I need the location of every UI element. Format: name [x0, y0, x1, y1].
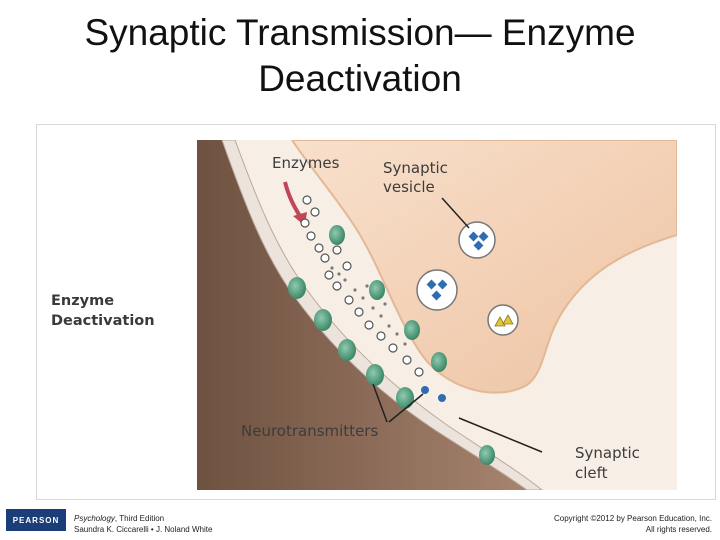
copyright-line-1: Copyright ©2012 by Pearson Education, In… — [554, 514, 712, 523]
book-title: Psychology — [74, 514, 115, 523]
figure-frame: Enzyme Deactivation — [36, 124, 716, 500]
title-line-2: Deactivation — [258, 58, 462, 99]
copyright-notice: Copyright ©2012 by Pearson Education, In… — [554, 513, 712, 535]
book-authors: Saundra K. Ciccarelli • J. Noland White — [74, 525, 213, 534]
cleft-label-line-1: Synaptic — [575, 444, 640, 462]
presynaptic-terminal — [290, 140, 677, 394]
slide-title: Synaptic Transmission— Enzyme Deactivati… — [0, 10, 720, 102]
cleft-label-line-2: cleft — [575, 464, 608, 482]
vesicle-label-line-1: Synaptic — [383, 159, 448, 177]
enzymes-group — [300, 195, 424, 377]
synapse-diagram: Enzymes Synaptic vesicle Neurotransmitte… — [197, 140, 677, 490]
cleft-leader — [458, 417, 543, 453]
synaptic-vesicle-3 — [487, 304, 519, 336]
neurotransmitter-leader-2 — [388, 393, 424, 423]
synaptic-vesicle-1 — [458, 221, 496, 259]
vesicle-label-line-2: vesicle — [383, 178, 435, 196]
receptors-group — [288, 225, 495, 465]
pearson-logo-box: PEARSON — [6, 509, 66, 531]
book-edition: , Third Edition — [114, 514, 165, 523]
postsynaptic-dendrite — [197, 140, 542, 490]
side-label-line-2: Deactivation — [51, 313, 155, 329]
neurotransmitter-leader-1 — [372, 383, 388, 423]
book-credit: Psychology, Third Edition Saundra K. Cic… — [74, 513, 212, 535]
copyright-line-2: All rights reserved. — [645, 525, 712, 534]
title-line-1: Synaptic Transmission— Enzyme — [84, 12, 636, 53]
free-transmitters — [421, 386, 446, 402]
enzyme-deactivation-label: Enzyme Deactivation — [51, 291, 155, 331]
vesicle-leader — [441, 197, 470, 229]
synaptic-vesicle-2 — [416, 269, 458, 311]
pearson-logo: PEARSON — [6, 509, 66, 531]
enzymes-label: Enzymes — [272, 154, 340, 172]
transmitter-fragments — [330, 266, 407, 346]
neurotransmitters-label: Neurotransmitters — [241, 422, 378, 440]
side-label-line-1: Enzyme — [51, 293, 115, 309]
